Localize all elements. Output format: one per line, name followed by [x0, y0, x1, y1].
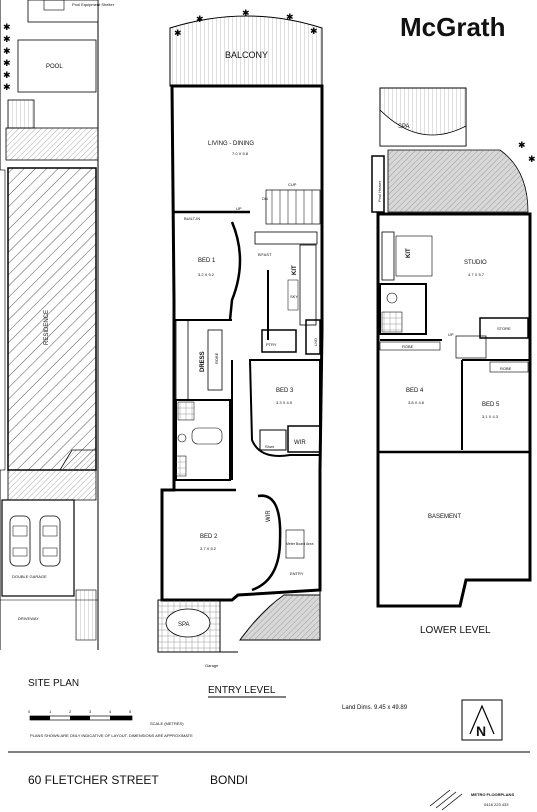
built-in-label: BUILT-IN — [184, 216, 200, 221]
lower-level-plan: SPA ✱✱ Pool Heater KIT STUDIO 4.7 X 5.7 … — [371, 87, 536, 636]
svg-text:✱: ✱ — [3, 82, 11, 92]
svg-text:✱: ✱ — [3, 22, 11, 32]
credit-logo-icon — [429, 789, 463, 811]
svg-text:✱: ✱ — [310, 26, 318, 36]
svg-text:✱: ✱ — [518, 140, 526, 150]
scale-label: SCALE (METRES) — [150, 721, 184, 726]
driveway-label: DRIVEWAY — [18, 616, 39, 621]
balcony-label: BALCONY — [225, 50, 268, 60]
bed4-dims: 3.8 X 4.6 — [408, 400, 425, 405]
plant-icon: ✱ ✱ ✱ ✱ ✱ — [174, 8, 318, 38]
entry-level-plan: ✱✱✱✱✱ BALCONY LIVING - DINING 7.0 X 5.8 … — [157, 8, 324, 698]
entry-spa-label: SPA — [178, 622, 190, 628]
site-plan-title: SITE PLAN — [28, 678, 79, 689]
credit-phone: 0418 223 433 — [484, 802, 509, 807]
lower-spa-label: SPA — [398, 124, 410, 130]
credit-name: METRO FLOORPLANS — [471, 792, 514, 797]
entry-label: ENTRY — [290, 571, 304, 576]
meter-board-label: Meter Board Area — [286, 542, 313, 546]
plant-icon: ✱✱ — [518, 140, 536, 164]
bed5-label: BED 5 — [482, 402, 500, 408]
residence-label: RESIDENCE — [44, 310, 50, 345]
tree-icon: ✱ ✱ ✱ ✱ ✱ ✱ — [3, 22, 11, 92]
pool-heater-label: Pool Heater — [377, 180, 382, 202]
car-icon — [9, 515, 31, 567]
garage-below-label: Garage — [205, 663, 219, 668]
studio-label: STUDIO — [464, 260, 487, 266]
up-label: UP — [236, 206, 242, 211]
scale-tick: 3 — [89, 709, 92, 714]
store-label: STORE — [497, 326, 511, 331]
svg-text:✱: ✱ — [196, 14, 204, 24]
lower-up-label: UP — [448, 332, 454, 337]
svg-text:✱: ✱ — [3, 46, 11, 56]
laundry-label: LND — [313, 338, 318, 346]
bed5-dims: 3.1 X 4.3 — [482, 414, 499, 419]
brand-logo: McGrath — [400, 12, 505, 42]
living-dining-label: LIVING - DINING — [208, 141, 254, 147]
shower-label: Shwr — [265, 444, 275, 449]
svg-text:✱: ✱ — [3, 70, 11, 80]
basement-label: BASEMENT — [428, 514, 461, 520]
entry-level-title: ENTRY LEVEL — [208, 685, 276, 696]
scale-disclaimer: PLANS SHOWN ARE ONLY INDICATIVE OF LAYOU… — [30, 733, 193, 738]
svg-text:✱: ✱ — [3, 34, 11, 44]
car-icon — [39, 515, 61, 567]
suburb: BONDI — [210, 773, 248, 787]
kit-label: KIT — [292, 265, 298, 275]
lower-level-title: LOWER LEVEL — [420, 625, 491, 636]
svg-text:N: N — [476, 723, 486, 739]
cup-label: CUP — [288, 182, 297, 187]
scale-bar: 0 1 2 3 4 5 SCALE (METRES) PLANS SHOWN A… — [28, 709, 193, 738]
robe-bed5-label: ROBE — [500, 366, 512, 371]
robe-label: ROBE — [214, 352, 219, 364]
bed3-label: BED 3 — [276, 388, 294, 394]
scale-tick: 0 — [28, 709, 31, 714]
svg-text:✱: ✱ — [174, 28, 182, 38]
bfast-label: B'FAST — [258, 252, 272, 257]
lower-kit-label: KIT — [406, 248, 412, 258]
scale-tick: 1 — [49, 709, 52, 714]
bed2-label: BED 2 — [200, 534, 218, 540]
street-address: 60 FLETCHER STREET — [28, 773, 159, 787]
wir2-label: WIR — [266, 510, 272, 522]
bed3-dims: 3.3 X 4.9 — [276, 400, 293, 405]
svg-text:✱: ✱ — [242, 8, 250, 18]
bed4-label: BED 4 — [406, 388, 424, 394]
scale-tick: 2 — [69, 709, 72, 714]
pantry-label: PTRY — [266, 342, 277, 347]
bed1-label: BED 1 — [198, 258, 216, 264]
svg-text:✱: ✱ — [286, 12, 294, 22]
svg-text:✱: ✱ — [3, 58, 11, 68]
garage-label: DOUBLE GARAGE — [12, 574, 47, 579]
svg-text:✱: ✱ — [528, 154, 536, 164]
pool-equipment-label: Pool Equipment Shelter — [72, 2, 115, 7]
dn-label: DN — [262, 196, 268, 201]
scale-tick: 5 — [129, 709, 132, 714]
living-dining-dims: 7.0 X 5.8 — [232, 151, 249, 156]
scale-tick: 4 — [109, 709, 112, 714]
sky-label: SKY — [290, 294, 298, 299]
dress-label: DRESS — [200, 351, 206, 372]
site-plan: Pool Equipment Shelter ✱ ✱ ✱ ✱ ✱ ✱ POOL RESI… — [0, 0, 115, 689]
bed2-dims: 3.7 X 5.2 — [200, 546, 217, 551]
site-pool-label: POOL — [46, 64, 63, 70]
studio-dims: 4.7 X 5.7 — [468, 272, 485, 277]
wir-label: WIR — [294, 440, 306, 446]
north-arrow-icon: N — [461, 699, 503, 741]
land-dims: Land Dims. 9.45 x 49.89 — [342, 705, 408, 711]
bed1-dims: 3.2 X 5.2 — [198, 272, 215, 277]
robe-bed4-label: ROBE — [402, 344, 414, 349]
